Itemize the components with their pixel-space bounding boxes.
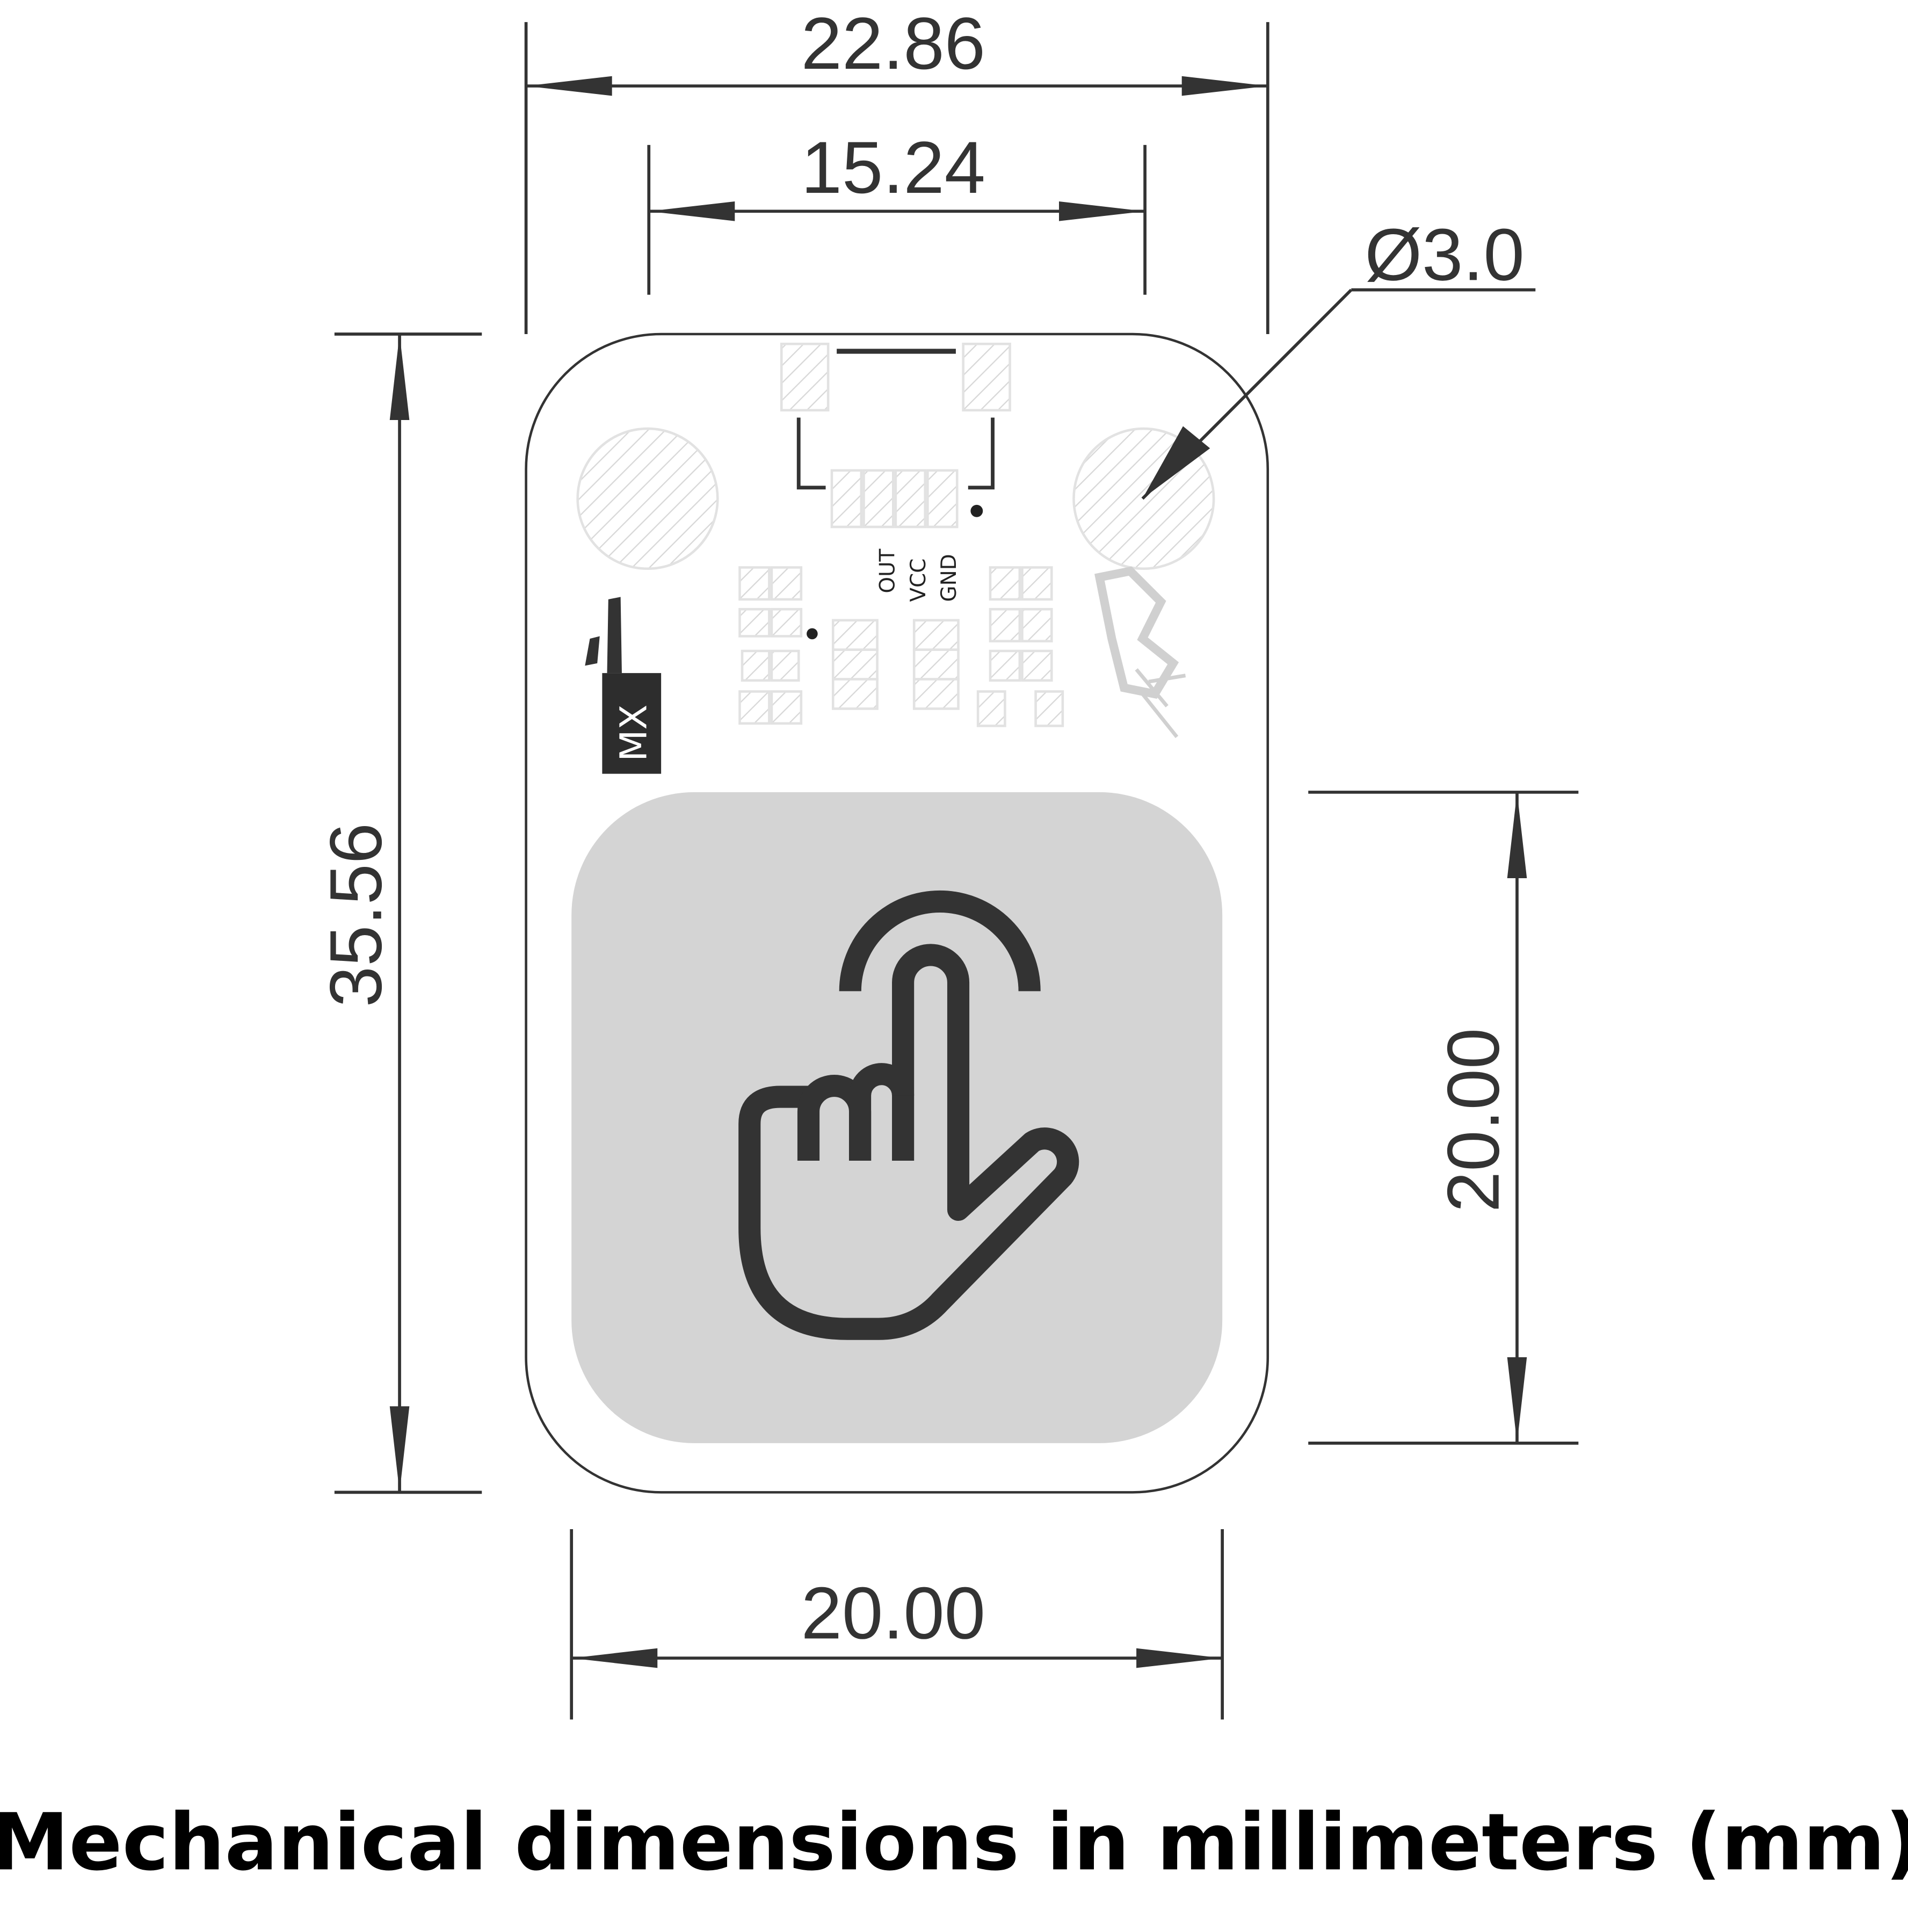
pin-label-gnd: GND [937, 554, 961, 602]
pin-label-vcc: VCC [906, 559, 931, 602]
circuit-logo-icon [1094, 566, 1186, 739]
board-height-label: 35.56 [315, 823, 397, 1007]
pin-label-out: OUT [876, 548, 900, 593]
dimension-pad-height: 20.00 [1308, 791, 1579, 1445]
pad-height-label: 20.00 [1433, 1028, 1515, 1212]
hole-diameter-label: Ø3.0 [1365, 214, 1524, 296]
dimension-board-height: 35.56 [315, 332, 482, 1494]
hole-spacing-label: 15.24 [801, 127, 985, 209]
pad-width-label: 20.00 [801, 1572, 985, 1654]
caption: Mechanical dimensions in millimeters (mm… [0, 1796, 1908, 1888]
dimension-pad-width: 20.00 [570, 1529, 1224, 1720]
mx-logo-text: MX [613, 705, 656, 762]
mounting-hole-left [576, 427, 719, 570]
component-pads [738, 566, 1064, 727]
connector-pads [780, 342, 1011, 529]
dimension-hole-diameter: Ø3.0 [1141, 214, 1536, 500]
dimension-hole-spacing: 15.24 [647, 127, 1147, 295]
touch-hand-icon [738, 890, 1079, 1340]
dimension-board-width: 22.86 [524, 3, 1269, 334]
mx-logo: MX [585, 597, 662, 774]
board-width-label: 22.86 [801, 3, 985, 85]
